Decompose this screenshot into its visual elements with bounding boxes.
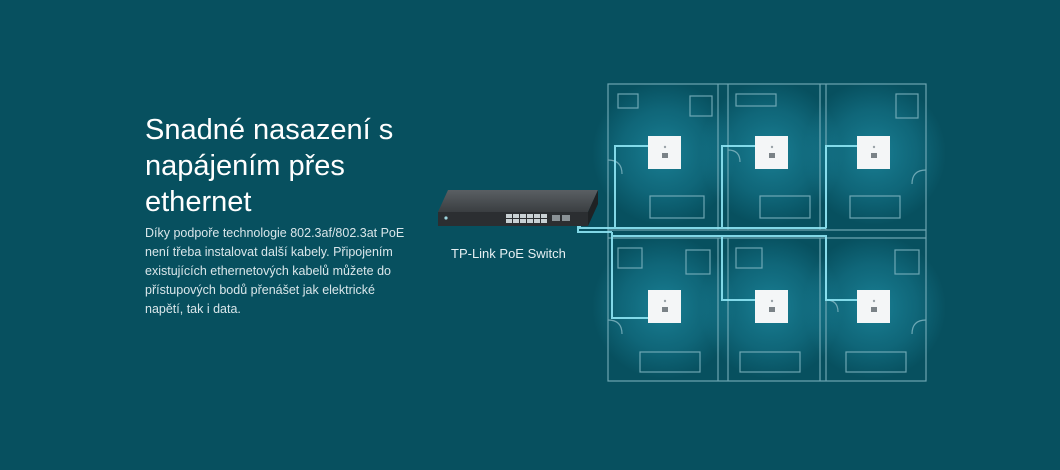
description: Díky podpoře technologie 802.3af/802.3at… — [145, 226, 405, 316]
access-point-icon — [648, 136, 890, 323]
poe-switch-icon — [438, 190, 598, 226]
switch-label: TP-Link PoE Switch — [451, 246, 566, 261]
headline: Snadné nasazení s napájením přes etherne… — [145, 114, 394, 218]
coverage-areas — [592, 81, 946, 379]
floor-plan-graphic — [607, 83, 927, 382]
